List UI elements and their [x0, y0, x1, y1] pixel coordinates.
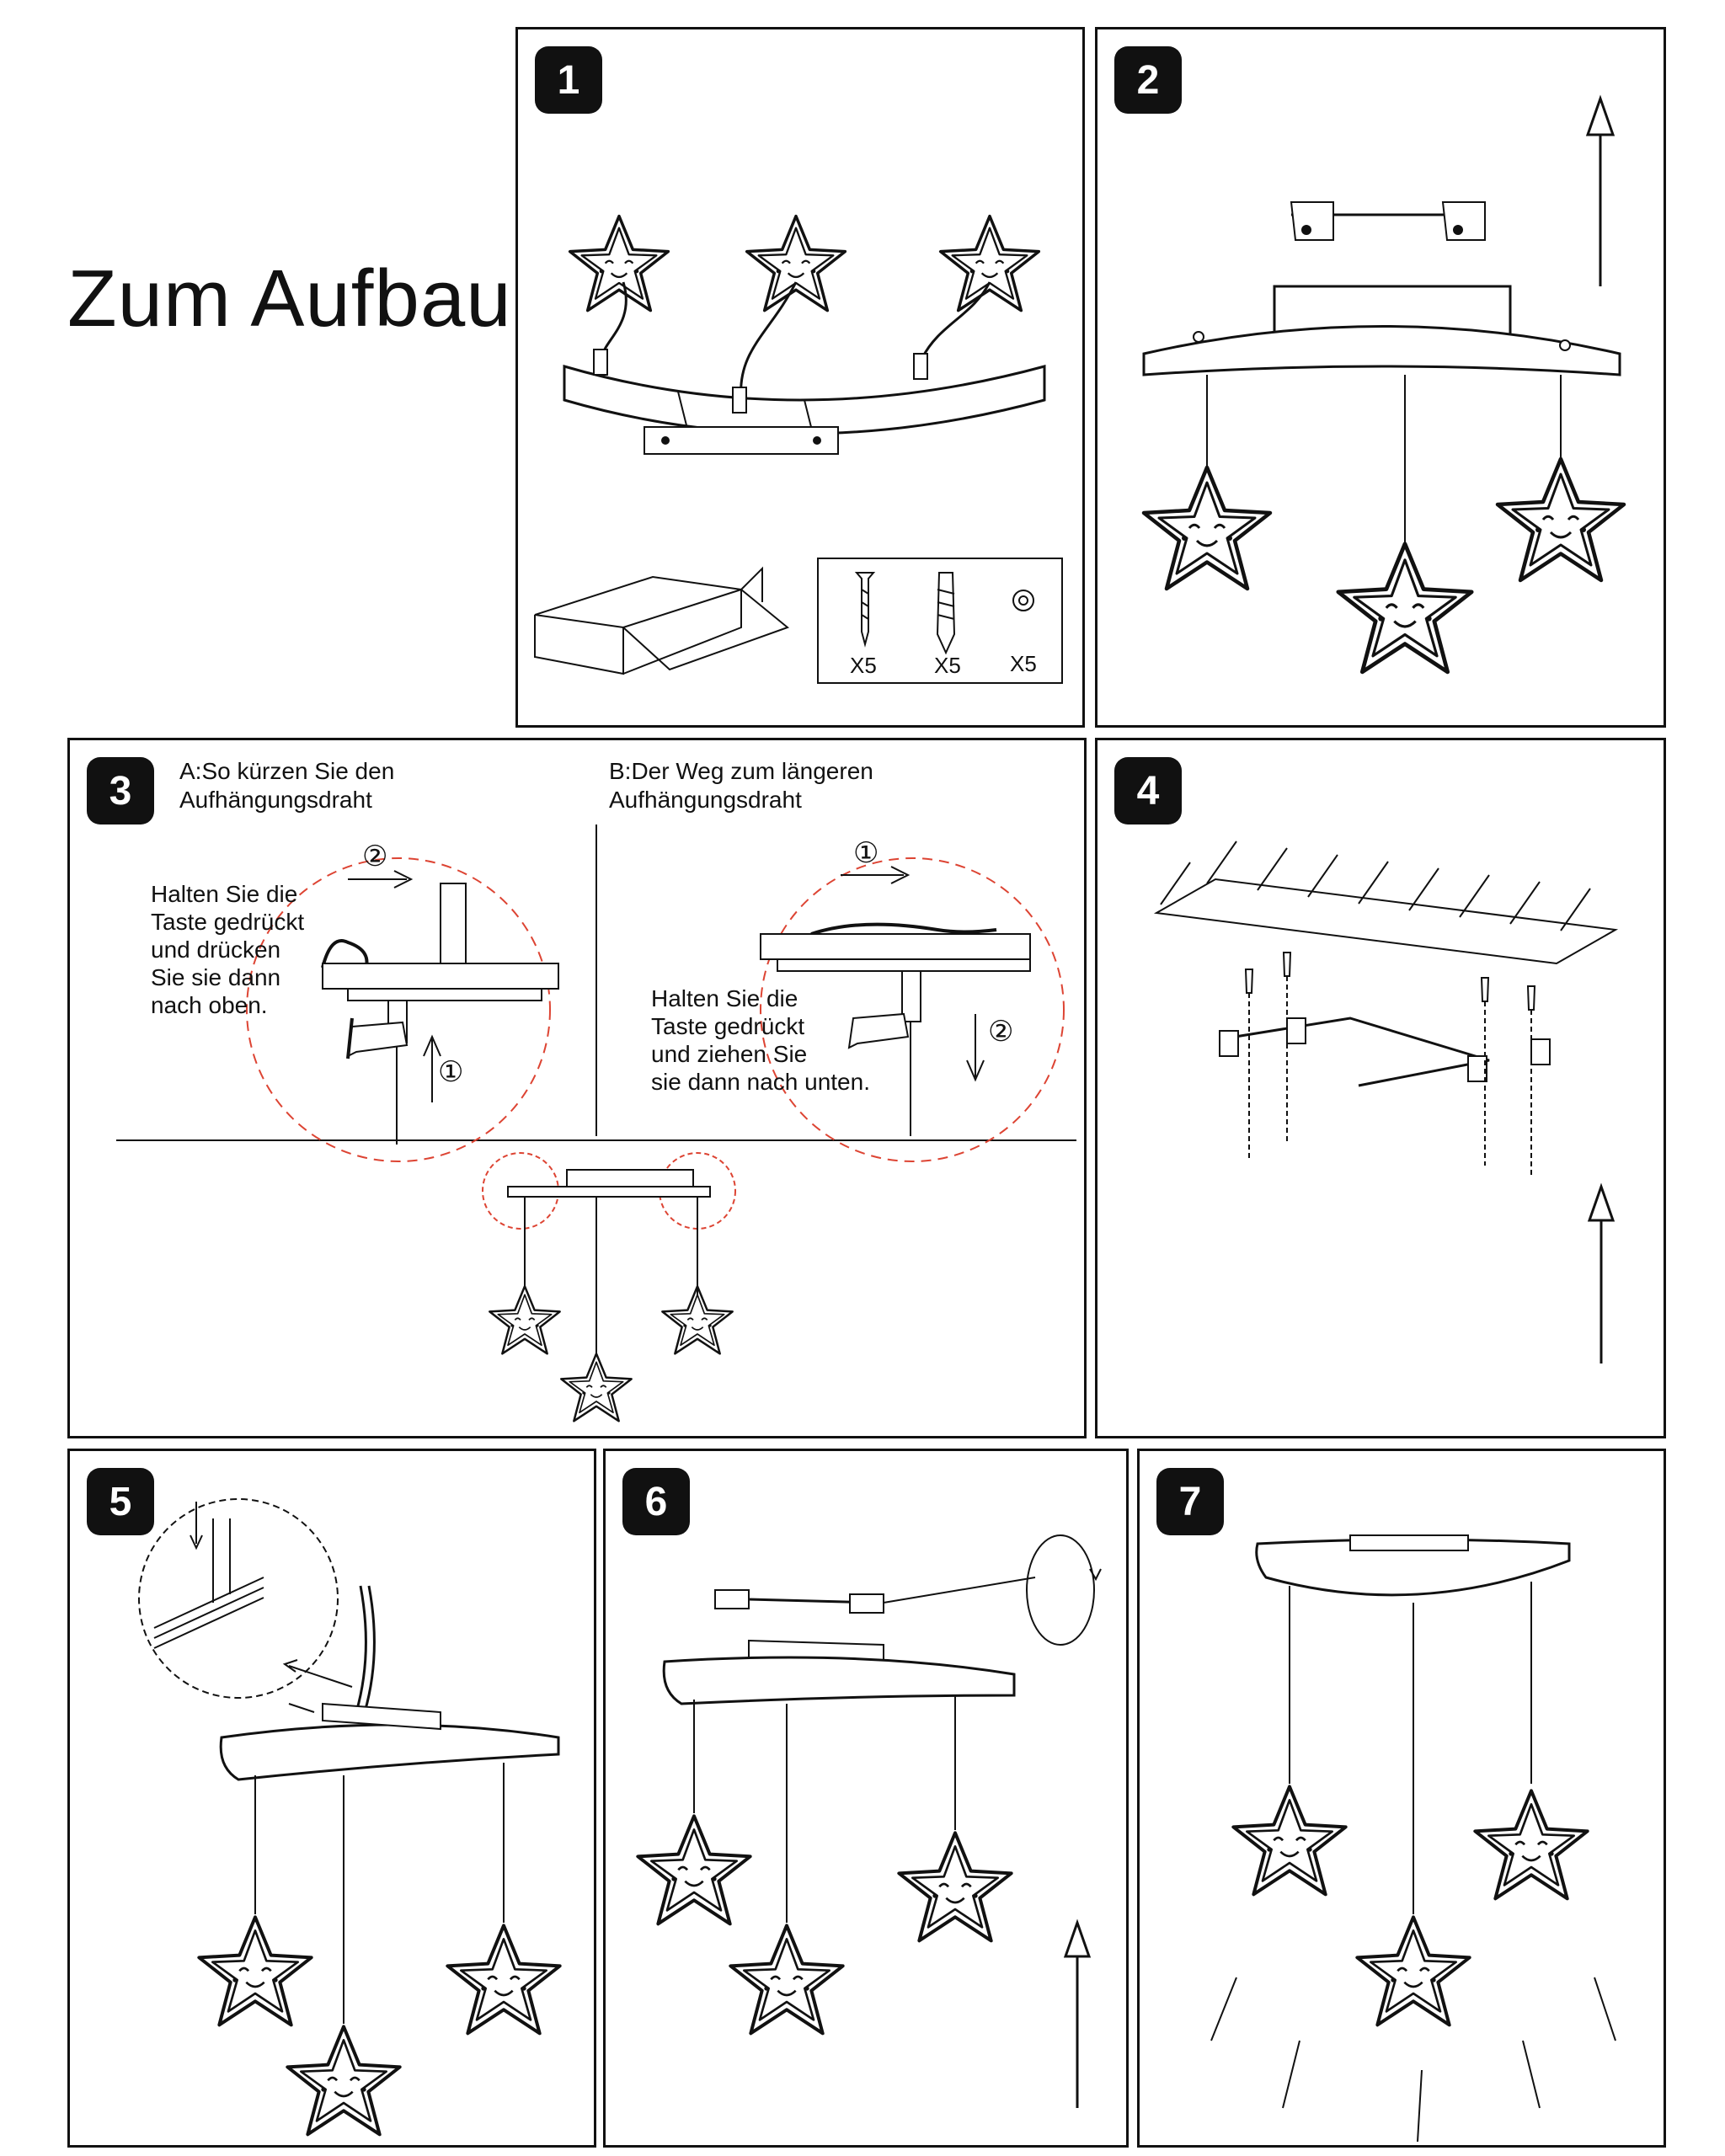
up-arrow-icon [1063, 1919, 1092, 2108]
instruction-line: und drücken [151, 937, 281, 963]
step-2-badge: 2 [1114, 46, 1182, 114]
step-4-badge: 4 [1114, 757, 1182, 825]
instruction-line: nach oben. [151, 992, 268, 1018]
screw-icon [854, 572, 876, 648]
step-5-illustration [138, 1498, 562, 2137]
star-lamp-icon [1144, 459, 1624, 672]
step-3b-caption-line2: Aufhängungsdraht [609, 787, 802, 813]
star-lamp-icon [568, 214, 1041, 312]
step-3a-caption-line2: Aufhängungsdraht [179, 787, 372, 813]
step-6-panel: 6 [603, 1449, 1129, 2148]
up-arrow-icon [1587, 1182, 1616, 1364]
step-3a-marker-1: ① [438, 1056, 464, 1088]
star-lamp-icon [489, 1285, 734, 1422]
instruction-line: Halten Sie die [151, 881, 298, 907]
anchor-quantity: X5 [934, 653, 961, 678]
instruction-line: Taste gedrückt [151, 909, 305, 935]
anchor-icon [936, 572, 956, 655]
instruction-line: sie dann nach unten. [651, 1069, 870, 1095]
step-3b-caption-line1: B:Der Weg zum längeren [609, 758, 873, 784]
step-2-panel: 2 [1095, 27, 1666, 728]
instruction-line: und ziehen Sie [651, 1041, 808, 1067]
step-3a-marker-2: ② [362, 841, 388, 873]
light-rays [1210, 1977, 1616, 2143]
step-7-illustration [1210, 1534, 1616, 2143]
up-arrow-icon [1585, 94, 1616, 286]
step-3-badge: 3 [87, 757, 154, 825]
step-3-panel: 3 A:So kürzen Sie den Aufhängungsdraht B… [67, 738, 1087, 1438]
step-1-badge: 1 [535, 46, 602, 114]
box-illustration [534, 566, 790, 675]
step-7-panel: 7 [1137, 1449, 1666, 2148]
step-4-panel: 4 [1095, 738, 1666, 1438]
star-lamp-icon [636, 1814, 1013, 2036]
step-3-illustration [116, 825, 1076, 1422]
step-3b-marker-1: ① [853, 837, 879, 869]
step-3a-caption-line1: A:So kürzen Sie den [179, 758, 395, 784]
step-5-panel: 5 [67, 1449, 596, 2148]
step-6-illustration [636, 1534, 1102, 2108]
instruction-line: Halten Sie die [651, 985, 798, 1011]
star-lamp-icon [1231, 1785, 1589, 2027]
mounting-bracket-icon [1219, 1017, 1551, 1087]
mounting-bracket-icon [644, 426, 839, 455]
washer-icon [1012, 590, 1034, 611]
screw-quantity: X5 [850, 653, 877, 678]
ceiling-illustration [1153, 841, 1619, 965]
star-lamp-icon [197, 1915, 562, 2137]
step-2-illustration [1097, 94, 1666, 728]
step-1-panel: 1 [515, 27, 1085, 728]
step-4-illustration [1153, 841, 1619, 1364]
step-6-badge: 6 [622, 1468, 690, 1535]
step-3b-marker-2: ② [988, 1016, 1014, 1048]
instruction-line: Sie sie dann [151, 964, 281, 990]
step-1-illustration [534, 214, 1063, 684]
instruction-line: Taste gedrückt [651, 1013, 805, 1039]
step-3b-instruction: Halten Sie die Taste gedrückt und ziehen… [651, 985, 870, 1096]
step-3a-instruction: Halten Sie die Taste gedrückt und drücke… [151, 880, 304, 1019]
step-5-badge: 5 [87, 1468, 154, 1535]
mounting-bracket-icon [714, 1589, 884, 1614]
mounting-bracket-icon [1290, 201, 1486, 241]
screw-icon [1244, 952, 1536, 1178]
page-title: Zum Aufbau [67, 253, 512, 344]
step-7-badge: 7 [1156, 1468, 1224, 1535]
rotate-icon [1026, 1534, 1102, 1646]
washer-quantity: X5 [1010, 651, 1037, 676]
